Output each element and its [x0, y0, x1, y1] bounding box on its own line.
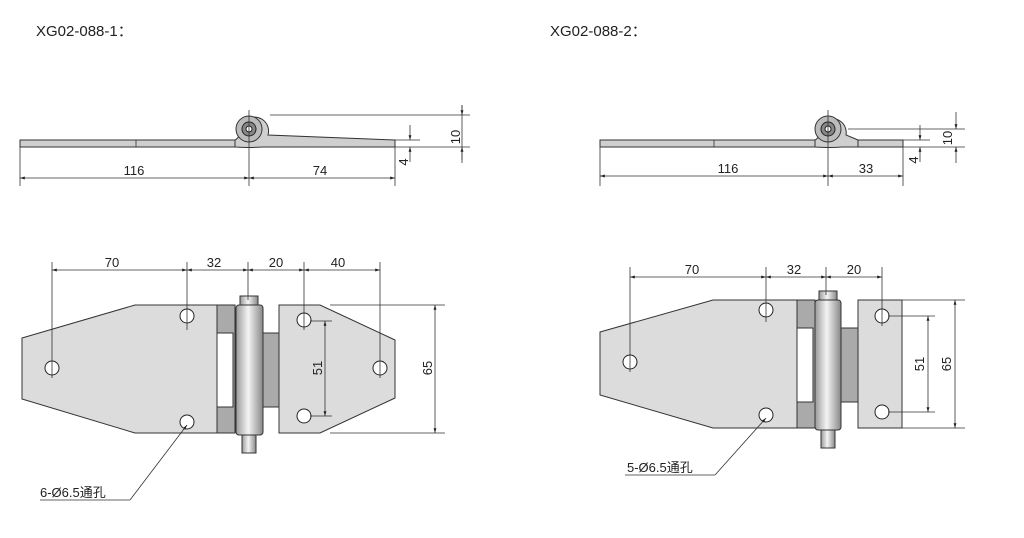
dim-40: 40 [331, 255, 345, 270]
hinge1-title: XG02-088-1： [36, 23, 133, 40]
hinge2-plan-view: 70 32 20 51 65 5-Ø6.5通孔 [599, 262, 965, 476]
dim-10: 10 [940, 131, 955, 145]
dim-65: 65 [420, 361, 435, 375]
dim-20: 20 [269, 255, 283, 270]
hinge1-plan-view: 70 32 20 40 51 65 6-Ø6.5通孔 [21, 255, 445, 501]
dim-20: 20 [847, 262, 861, 277]
dim-70: 70 [105, 255, 119, 270]
dim-65: 65 [939, 357, 954, 371]
dim-32: 32 [207, 255, 221, 270]
hole-note: 5-Ø6.5通孔 [627, 460, 693, 475]
dim-32: 32 [787, 262, 801, 277]
hinge1-drawing: XG02-088-1： 116 74 4 10 70 32 20 40 51 6 [19, 23, 470, 501]
dim-33: 33 [859, 161, 873, 176]
dim-116: 116 [124, 163, 145, 178]
hinge1-side-view: 116 74 4 10 [19, 105, 470, 186]
dim-4: 4 [396, 158, 411, 165]
hinge2-side-view: 116 33 4 10 [599, 110, 965, 186]
dim-116: 116 [718, 161, 739, 176]
hinge2-drawing: XG02-088-2： 116 33 4 10 70 32 20 51 65 5… [550, 23, 965, 476]
hinge2-title: XG02-088-2： [550, 23, 647, 40]
hole-note: 6-Ø6.5通孔 [40, 485, 106, 500]
dim-51: 51 [912, 357, 927, 371]
dim-74: 74 [313, 163, 327, 178]
dim-4: 4 [906, 156, 921, 163]
dim-51: 51 [310, 361, 325, 375]
dim-10: 10 [448, 130, 463, 144]
dim-70: 70 [685, 262, 699, 277]
